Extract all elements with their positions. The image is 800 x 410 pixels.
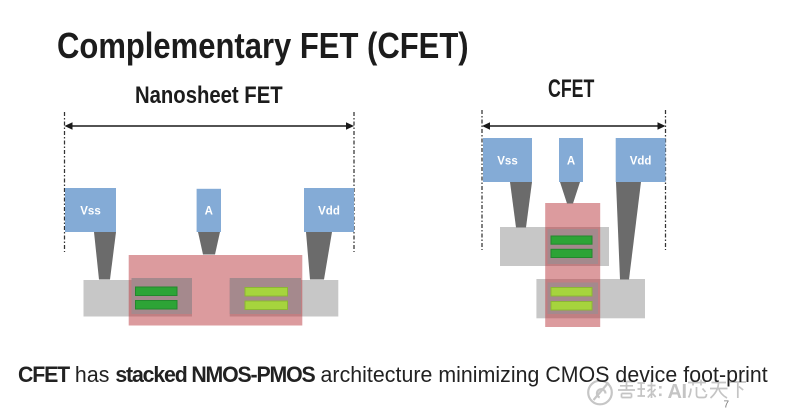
- svg-text:Vss: Vss: [80, 206, 100, 218]
- svg-text:A: A: [567, 156, 575, 168]
- svg-text:A: A: [205, 206, 213, 218]
- svg-text:Vss: Vss: [497, 156, 517, 168]
- svg-text:7: 7: [724, 400, 730, 410]
- svg-text:AI: AI: [668, 381, 687, 403]
- svg-text:Vdd: Vdd: [630, 156, 652, 168]
- svg-text:Vdd: Vdd: [318, 206, 340, 218]
